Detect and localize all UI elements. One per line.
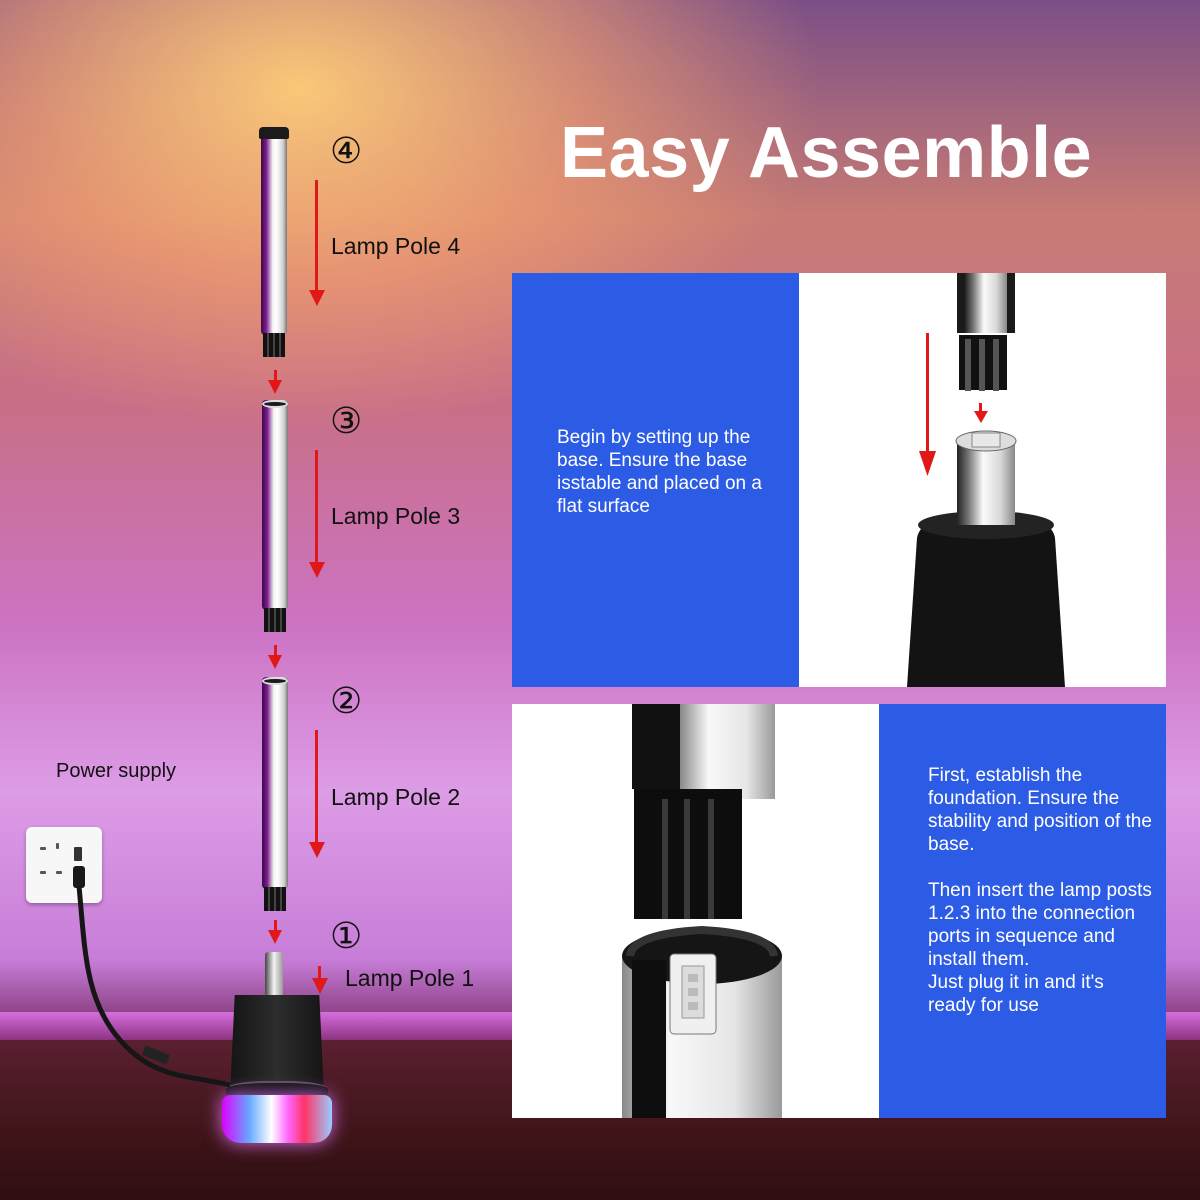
down-arrow-icon (318, 966, 321, 980)
base-insertion-illustration (907, 273, 1065, 687)
instruction-text-top: Begin by setting up the base. Ensure the… (557, 427, 762, 517)
step-number-2: ② (330, 681, 363, 722)
lamp-pole-1-image (265, 952, 283, 996)
pole-connector (264, 887, 286, 911)
lamp-pole-4-image (259, 127, 289, 357)
down-arrow-head (312, 978, 328, 994)
power-socket-icon (26, 827, 102, 903)
down-arrow-icon (268, 370, 282, 394)
instruction-panel-bottom-text: First, establish the foundation. Ensure … (879, 704, 1166, 1118)
page-title: Easy Assemble (560, 113, 1093, 193)
power-supply-label: Power supply (56, 760, 177, 782)
step-number-3: ③ (330, 401, 363, 442)
pole-socket (262, 400, 288, 408)
step-number-4: ④ (330, 131, 363, 172)
lamp-pole-3-label: Lamp Pole 3 (331, 503, 461, 529)
instruction-paragraph-2: Then insert the lamp posts 1.2.3 into th… (928, 880, 1152, 1016)
base-body (230, 995, 324, 1095)
lamp-pole-4-label: Lamp Pole 4 (331, 233, 461, 259)
pole-connector (263, 333, 285, 357)
down-arrow-icon (268, 920, 282, 944)
instruction-panel-bottom-image (512, 704, 879, 1118)
pole-cap (259, 127, 289, 139)
base-light-ring (222, 1095, 332, 1143)
down-arrow-icon (315, 730, 318, 844)
down-arrow-icon (268, 645, 282, 669)
step-number-1: ① (330, 916, 363, 957)
down-arrow-icon (315, 450, 318, 564)
instruction-panel-top-image (799, 273, 1166, 687)
lamp-pole-2-label: Lamp Pole 2 (331, 784, 461, 810)
pole-socket (262, 677, 288, 685)
connector-closeup-illustration (622, 704, 782, 1118)
instruction-panel-top-text: Begin by setting up the base. Ensure the… (512, 273, 799, 687)
down-arrow-head (309, 842, 325, 858)
power-plug (73, 866, 85, 888)
lamp-pole-1-label: Lamp Pole 1 (345, 965, 475, 991)
instruction-paragraph-1: First, establish the foundation. Ensure … (928, 765, 1152, 855)
lamp-base-image (222, 995, 332, 1145)
down-arrow-head (309, 562, 325, 578)
instruction-text-bottom: First, establish the foundation. Ensure … (928, 764, 1156, 1017)
down-arrow-icon (315, 180, 318, 292)
lamp-pole-3-image (262, 400, 288, 632)
pole-connector (264, 608, 286, 632)
lamp-pole-2-image (262, 677, 288, 911)
down-arrow-head (309, 290, 325, 306)
